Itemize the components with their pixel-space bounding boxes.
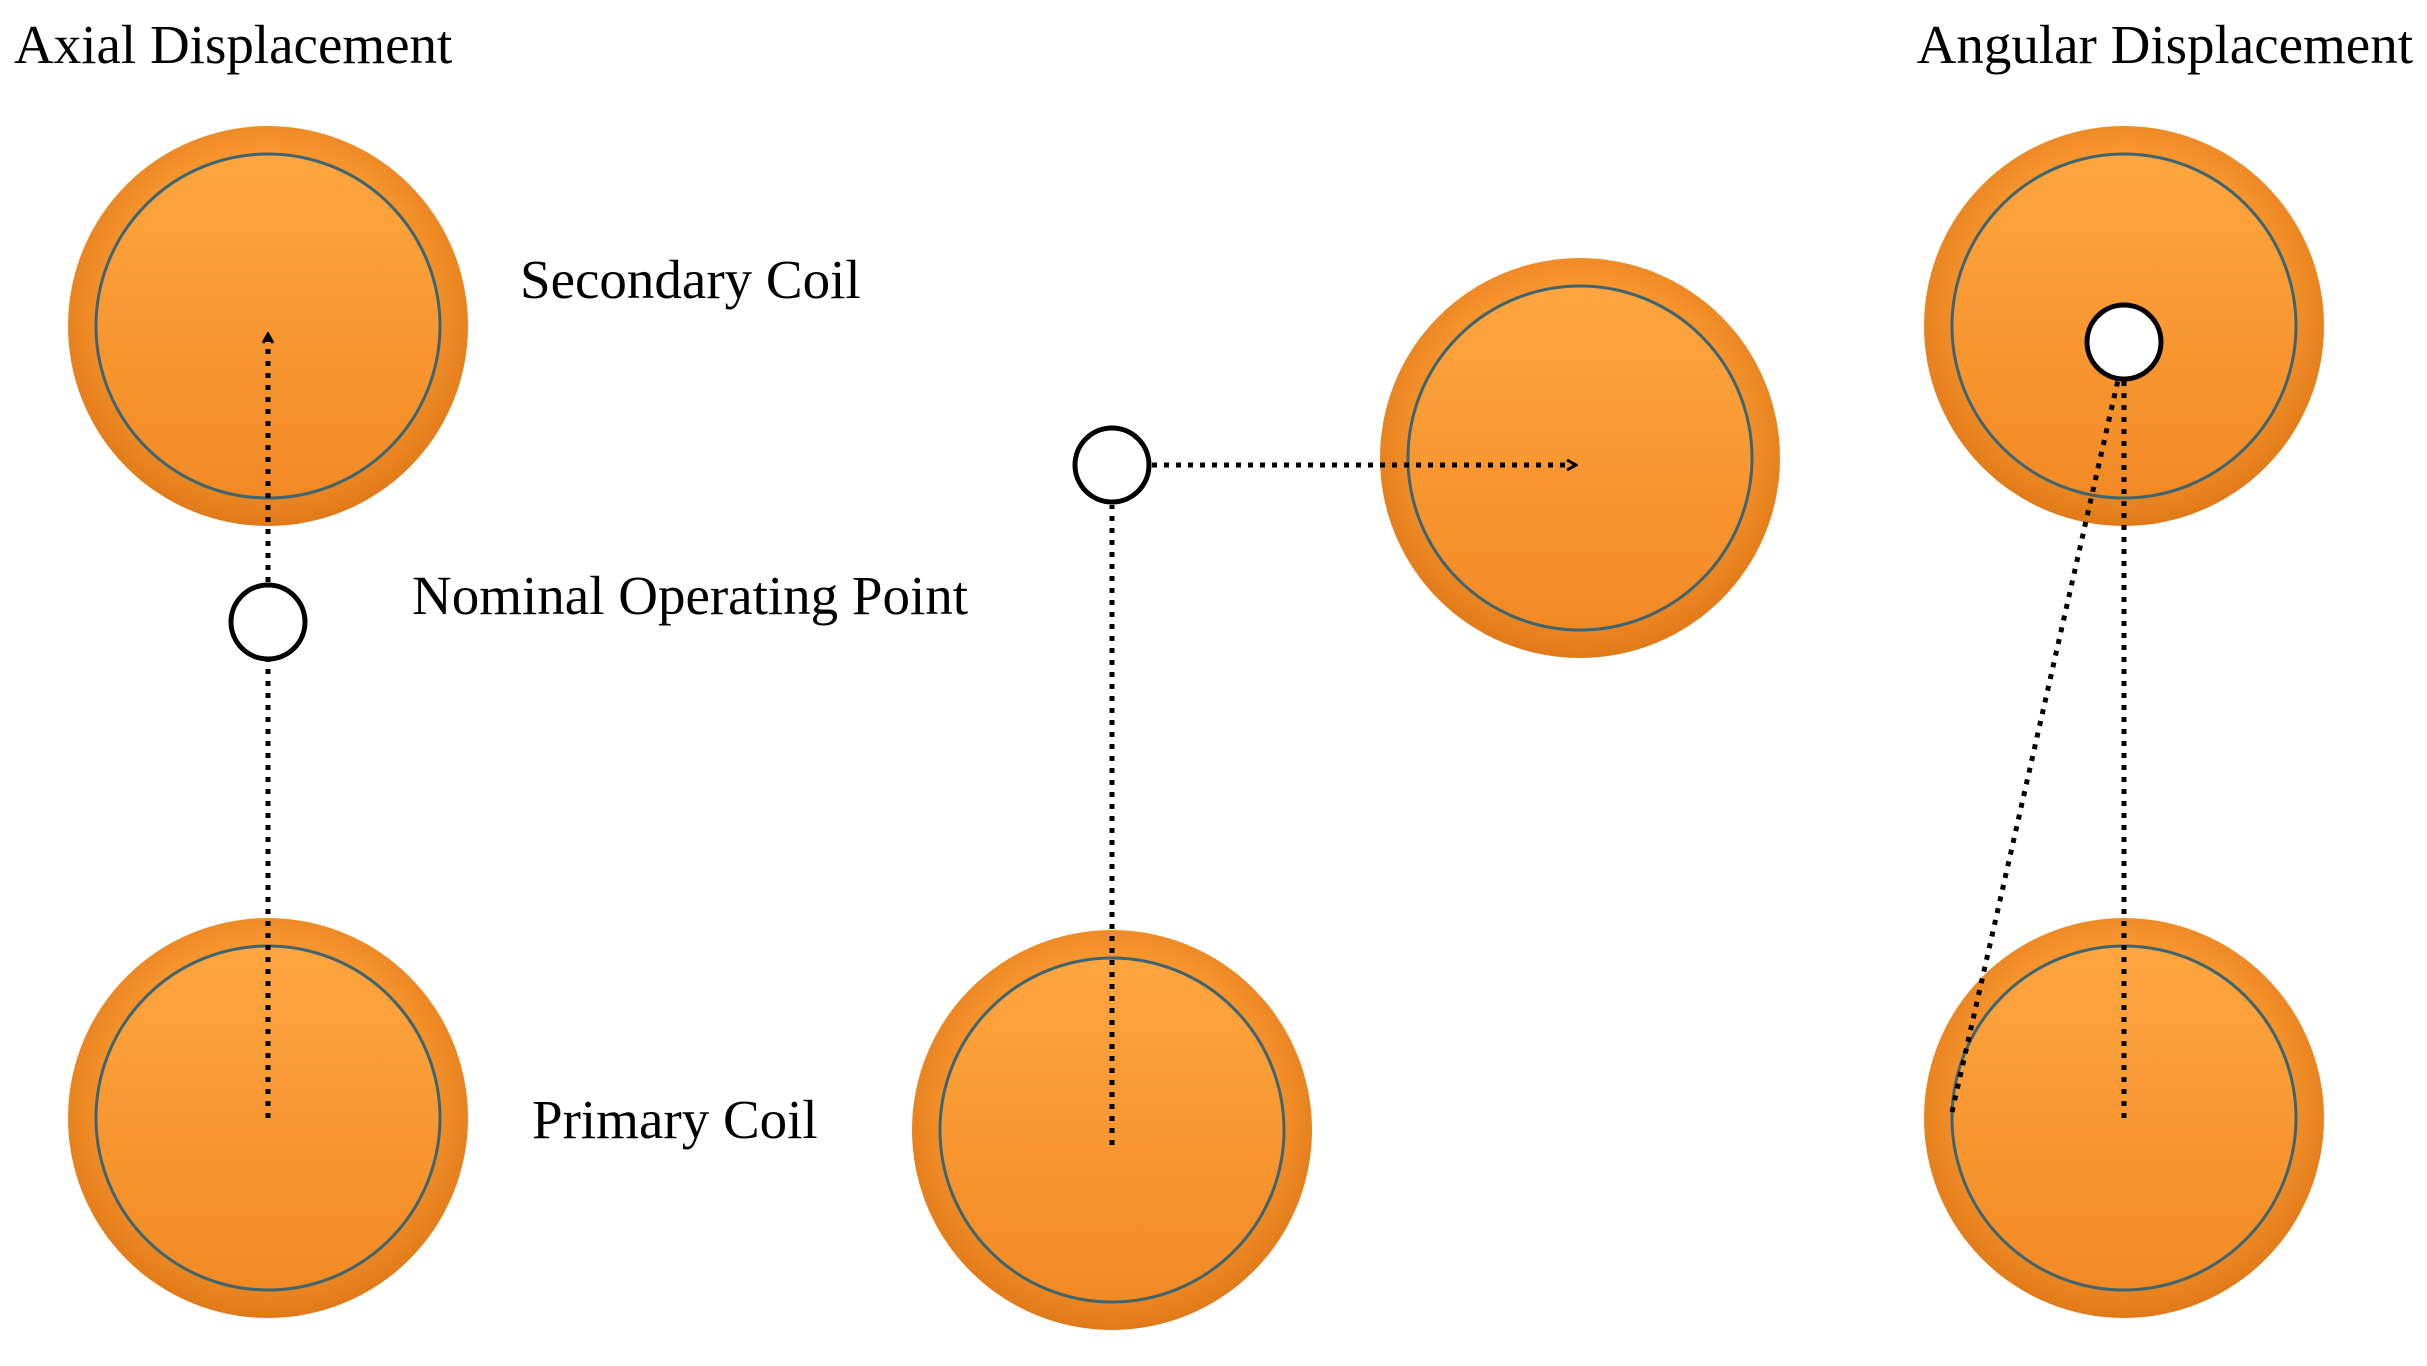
lateral-operating-point bbox=[1072, 425, 1152, 505]
angular-path-tilted bbox=[1949, 379, 2121, 1113]
primary-coil-label: Primary Coil bbox=[532, 1089, 818, 1150]
angular-displacement-title: Angular Displacement bbox=[1917, 14, 2413, 75]
coil-axial-secondary bbox=[68, 126, 468, 526]
angular-operating-point bbox=[2084, 302, 2164, 382]
axial-displacement-title: Axial Displacement bbox=[14, 14, 452, 75]
secondary-coil-label: Secondary Coil bbox=[520, 249, 861, 310]
coil-lateral-secondary bbox=[1380, 258, 1780, 658]
axial-operating-point bbox=[228, 582, 308, 662]
nominal-operating-point-label: Nominal Operating Point bbox=[412, 565, 968, 626]
